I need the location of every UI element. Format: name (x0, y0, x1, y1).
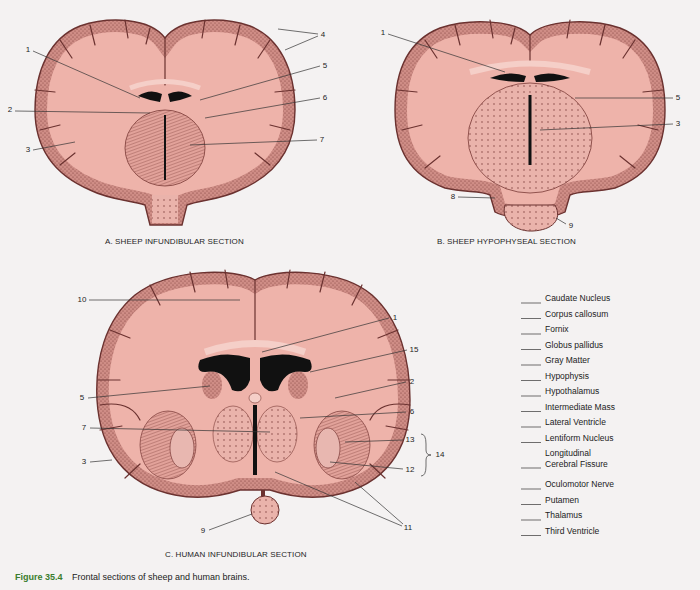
callout-number: 11 (404, 523, 412, 533)
term-label: Lateral Ventricle (545, 417, 606, 427)
figure-caption: Frontal sections of sheep and human brai… (72, 572, 250, 583)
leader-line (388, 34, 673, 224)
callout-number: 6 (410, 407, 414, 417)
bracket (421, 434, 431, 476)
callout-number: 15 (410, 345, 419, 355)
callout-number: 8 (451, 192, 455, 202)
callout-number: 2 (410, 377, 414, 387)
callout-number: 7 (82, 423, 86, 433)
callout-number: 3 (26, 145, 30, 155)
term-label: Fornix (545, 324, 569, 334)
callout-number: 6 (323, 93, 327, 103)
panel-title: C. HUMAN INFUNDIBULAR SECTION (165, 550, 307, 560)
callout-number: 2 (8, 105, 12, 115)
callout-number: 5 (676, 93, 680, 103)
callout-number: 3 (82, 457, 86, 467)
leader-line (88, 300, 407, 530)
term-label: Putamen (545, 495, 579, 505)
callout-number: 14 (436, 450, 445, 460)
callout-number: 4 (321, 30, 325, 40)
callout-number: 3 (676, 119, 680, 129)
callout-number: 5 (80, 393, 84, 403)
term-label: Corpus callosum (545, 309, 608, 319)
callout-number: 1 (393, 313, 397, 323)
term-label: Hypophysis (545, 371, 589, 381)
term-label: Intermediate Mass (545, 402, 615, 412)
callout-number: 12 (406, 465, 415, 475)
panel-title: B. SHEEP HYPOPHYSEAL SECTION (437, 237, 576, 247)
term-label: Hypothalamus (545, 386, 599, 396)
callout-number: 13 (406, 435, 415, 445)
term-label: Globus pallidus (545, 340, 603, 350)
answer-blank (521, 303, 541, 536)
callout-number: 9 (201, 526, 205, 536)
term-label: Oculomotor Nerve (545, 479, 614, 489)
callout-number: 9 (569, 221, 573, 231)
term-label: Longitudinal Cerebral Fissure (545, 448, 623, 469)
term-label: Third Ventricle (545, 526, 599, 536)
callout-number: 7 (320, 135, 324, 145)
callout-number: 1 (381, 28, 385, 38)
callout-number: 1 (26, 45, 30, 55)
term-label: Gray Matter (545, 355, 590, 365)
term-label: Thalamus (545, 510, 582, 520)
figure-number: Figure 35.4 (15, 572, 63, 583)
callout-number: 10 (78, 295, 87, 305)
callout-number: 5 (323, 61, 327, 71)
term-label: Lentiform Nucleus (545, 433, 614, 443)
leader-line (15, 29, 320, 150)
panel-title: A. SHEEP INFUNDIBULAR SECTION (105, 237, 244, 247)
term-label: Caudate Nucleus (545, 293, 610, 303)
